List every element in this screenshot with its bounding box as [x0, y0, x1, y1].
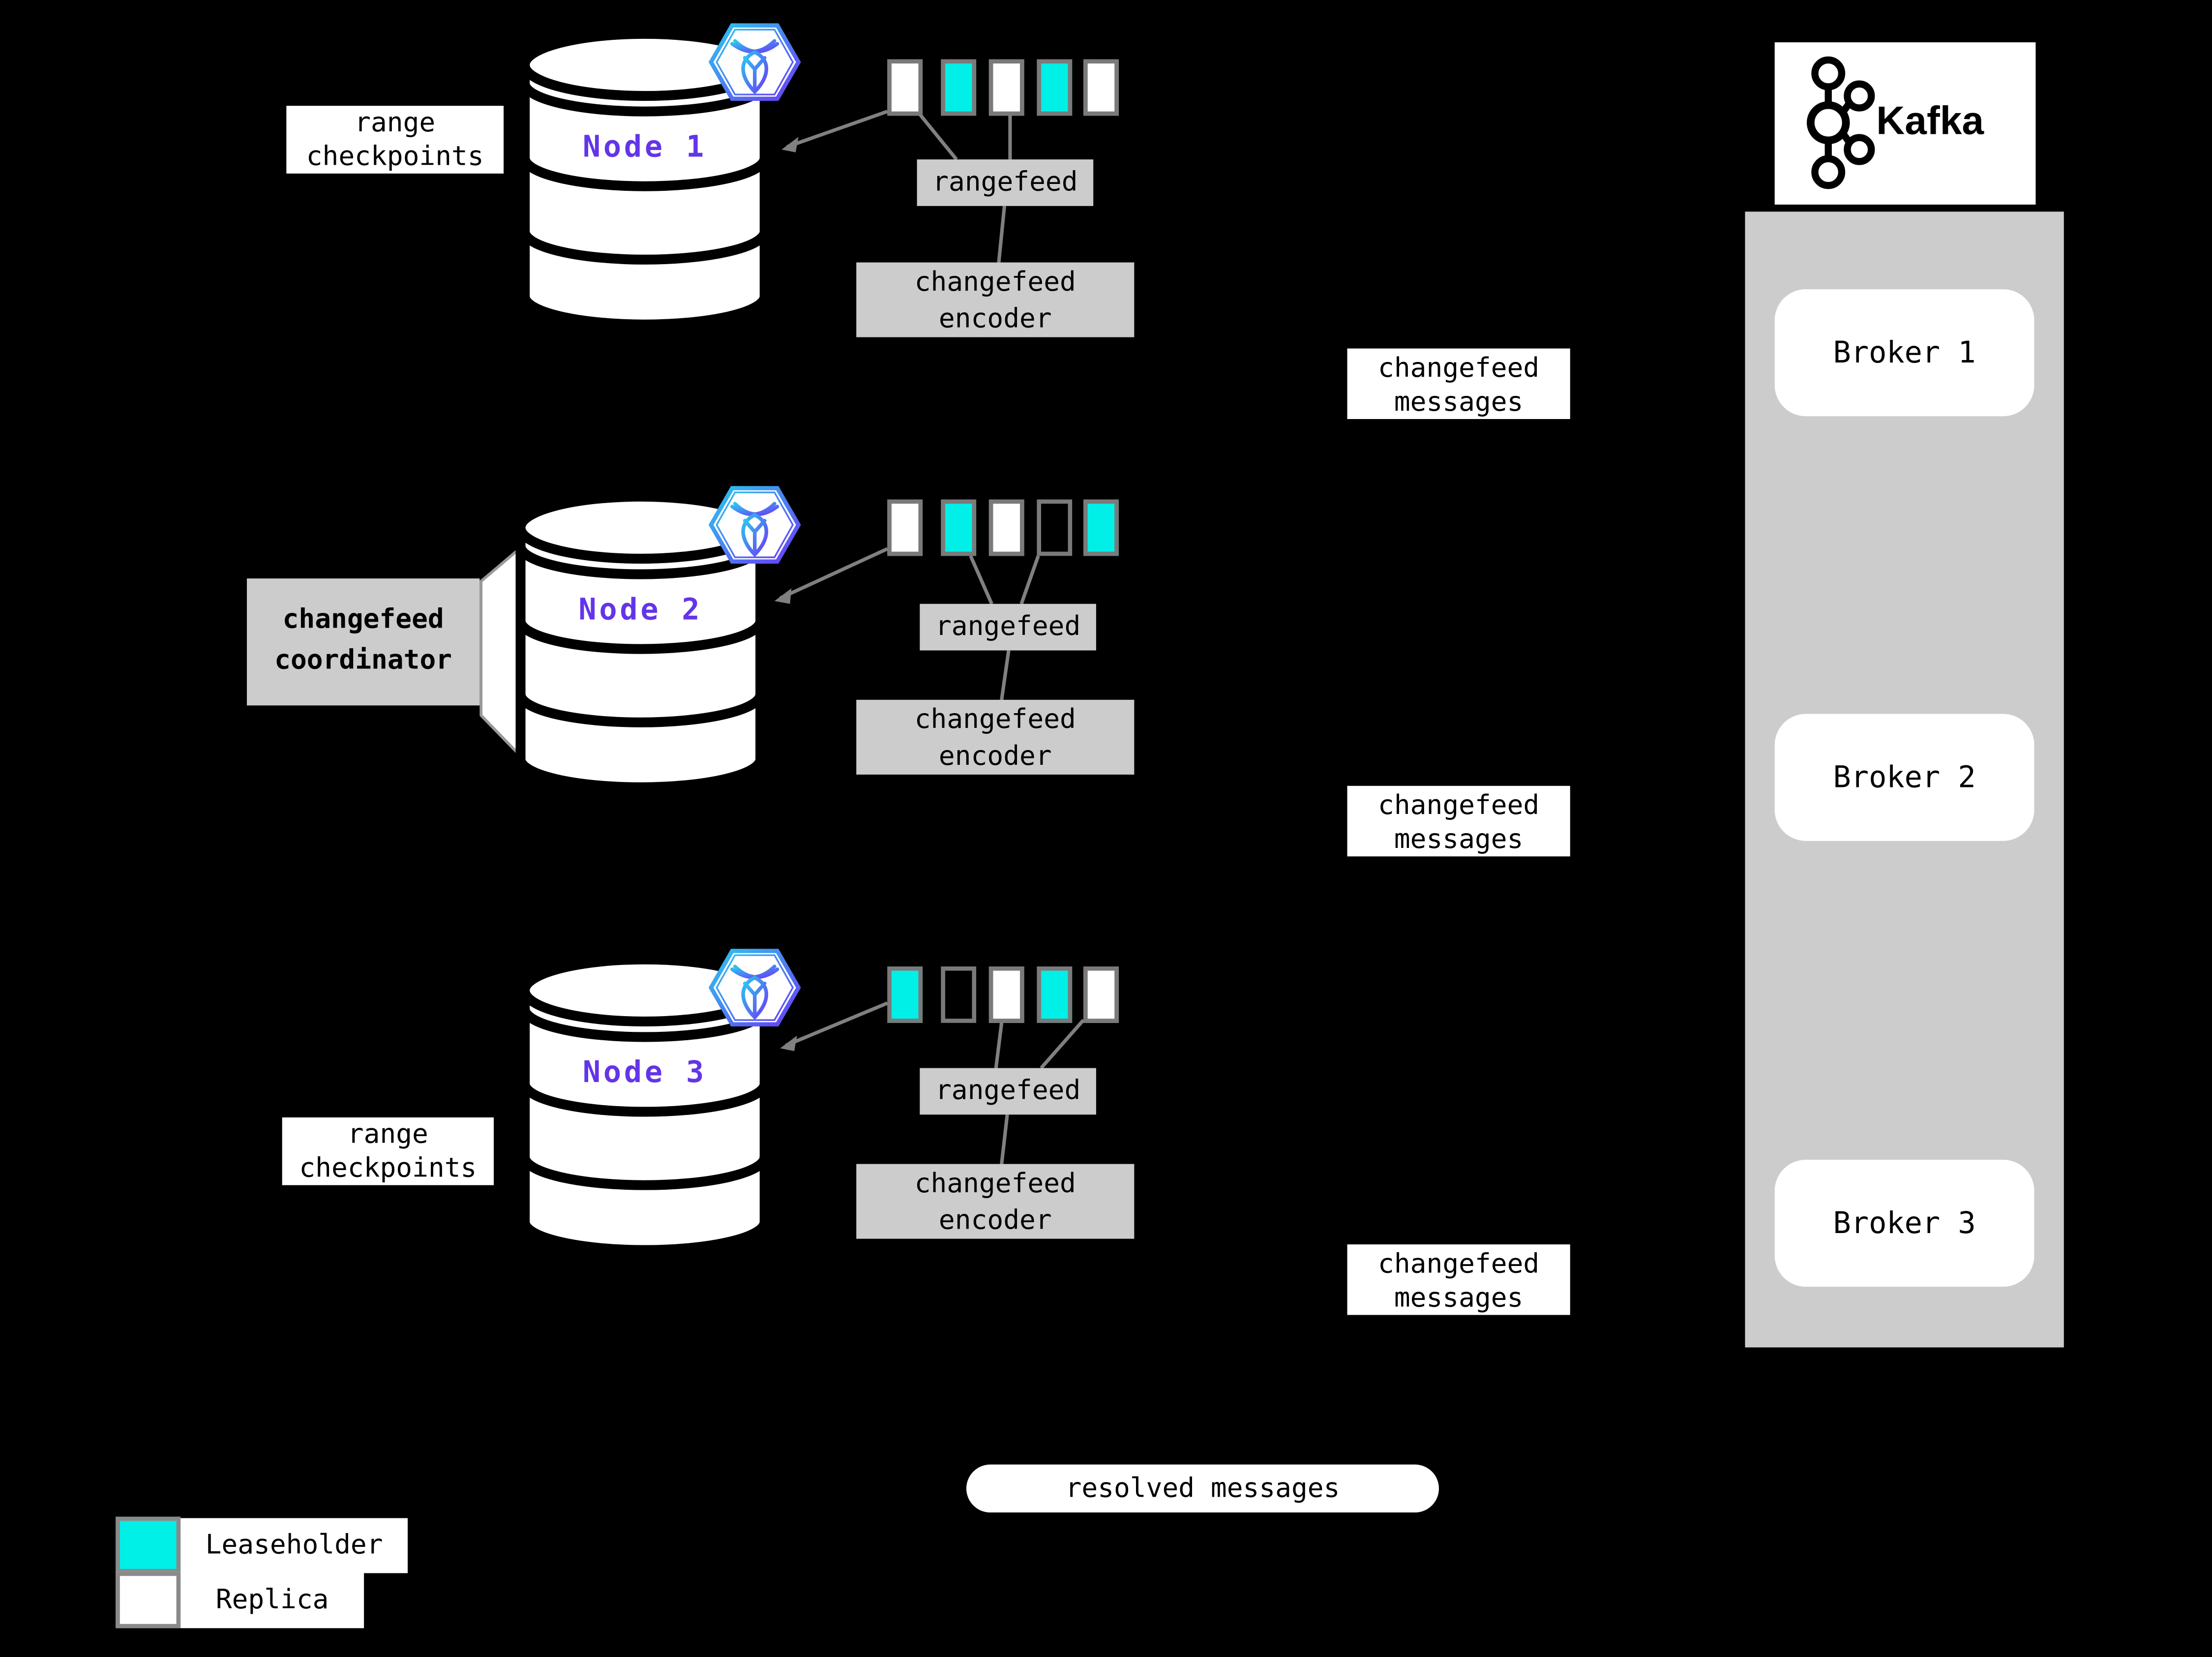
- database-cylinder-icon: [520, 954, 770, 1253]
- node3-changefeed-encoder-box: changefeed encoder: [856, 1164, 1135, 1239]
- node2-changefeed-encoder-box: changefeed encoder: [856, 699, 1135, 775]
- node1-range-square-1: [887, 59, 923, 116]
- node1-group: Node 1: [516, 28, 773, 328]
- node3-changefeed-messages-label: changefeed messages: [1347, 1244, 1570, 1315]
- node1-changefeed-encoder-box: changefeed encoder: [856, 262, 1135, 337]
- node1-rangefeed-box: rangefeed: [917, 159, 1094, 206]
- node1-range-checkpoints-label: range checkpoints: [286, 106, 504, 174]
- node3-range-square-5: [1083, 966, 1119, 1023]
- kafka-title: Kafka: [1876, 98, 1984, 143]
- cockroachdb-icon: [708, 23, 801, 101]
- changefeed-coordinator-box: changefeed coordinator: [247, 578, 480, 706]
- node2-range-square-2: [941, 499, 977, 556]
- node1-label: Node 1: [582, 129, 707, 164]
- node3-rangefeed-box: rangefeed: [920, 1068, 1096, 1115]
- node1-changefeed-messages-label: changefeed messages: [1347, 348, 1570, 419]
- node1-range-square-2: [941, 59, 977, 116]
- legend-leaseholder-label: Leaseholder: [180, 1518, 408, 1573]
- node3-label: Node 3: [582, 1055, 707, 1089]
- kafka-logo: Kafka: [1774, 42, 2036, 205]
- node3-range-checkpoints-label: range checkpoints: [282, 1117, 494, 1185]
- legend-leaseholder-swatch: [116, 1516, 181, 1573]
- node2-range-square-5: [1083, 499, 1119, 556]
- broker-2-box: Broker 2: [1774, 714, 2034, 841]
- legend-replica-swatch: [116, 1571, 181, 1628]
- legend-replica-label: Replica: [180, 1573, 364, 1628]
- kafka-logo-icon: [1806, 56, 1875, 189]
- node1-range-square-3: [988, 59, 1024, 116]
- node3-range-square-3: [988, 966, 1024, 1023]
- database-cylinder-icon: [515, 491, 766, 790]
- node3-group: Node 3: [516, 954, 773, 1253]
- node3-range-square-1: [887, 966, 923, 1023]
- node2-label: Node 2: [578, 592, 703, 627]
- cockroachdb-icon: [708, 949, 801, 1026]
- node1-range-square-4: [1037, 59, 1073, 116]
- database-cylinder-icon: [520, 29, 770, 328]
- node1-range-square-5: [1083, 59, 1119, 116]
- node2-range-square-1: [887, 499, 923, 556]
- node2-changefeed-messages-label: changefeed messages: [1347, 785, 1570, 857]
- broker-1-box: Broker 1: [1774, 289, 2034, 417]
- broker-3-box: Broker 3: [1774, 1160, 2034, 1287]
- node2-range-square-4: [1037, 499, 1073, 556]
- node3-range-square-2: [941, 966, 977, 1023]
- node2-rangefeed-box: rangefeed: [920, 603, 1096, 651]
- gray-arrowheads: [774, 137, 799, 1052]
- node2-range-square-3: [988, 499, 1024, 556]
- cockroachdb-icon: [708, 486, 801, 564]
- node3-range-square-4: [1037, 966, 1073, 1023]
- resolved-messages-label: resolved messages: [966, 1464, 1439, 1513]
- node2-group: Node 2: [512, 491, 769, 790]
